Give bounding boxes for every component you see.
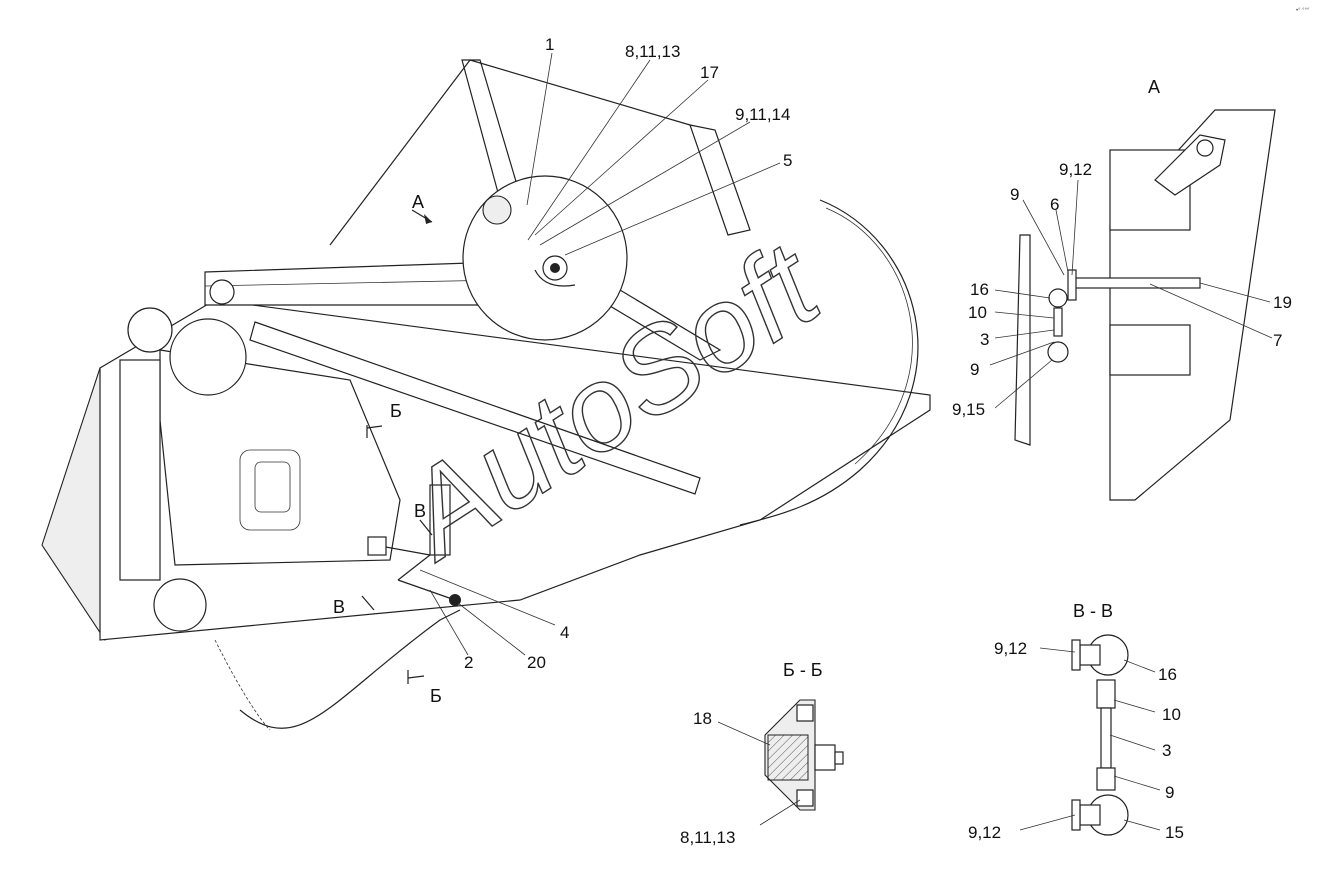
curved-guard bbox=[739, 199, 919, 526]
callout-8-11-13: 8,11,13 bbox=[625, 42, 680, 61]
view-a-callout-16: 16 bbox=[970, 280, 989, 299]
vv-callout-9-12-bottom: 9,12 bbox=[968, 823, 1001, 842]
callout-5: 5 bbox=[783, 151, 792, 170]
view-a-callout-9-bottom: 9 bbox=[970, 360, 979, 379]
support-bracket bbox=[429, 484, 451, 556]
view-a-callout-7: 7 bbox=[1273, 331, 1282, 350]
main-section-marks: А Б Б В В bbox=[333, 192, 442, 706]
vv-nut-9 bbox=[1096, 767, 1116, 791]
callout-9-11-14: 9,11,14 bbox=[735, 105, 790, 124]
view-a-callout-9-top: 9 bbox=[1010, 185, 1019, 204]
shaft-7 bbox=[1074, 277, 1201, 289]
view-a-callout-3: 3 bbox=[980, 330, 989, 349]
vv-callout-9: 9 bbox=[1165, 783, 1174, 802]
vv-callout-3: 3 bbox=[1162, 741, 1171, 760]
frame-beam bbox=[204, 261, 506, 306]
reel-arm-top bbox=[461, 59, 521, 201]
section-mark-v-lower: В bbox=[333, 597, 345, 617]
view-a: А bbox=[1014, 77, 1276, 501]
callout-17: 17 bbox=[700, 63, 719, 82]
section-bb: Б - Б bbox=[764, 660, 844, 811]
section-bb-title: Б - Б bbox=[783, 660, 823, 680]
view-a-callout-9-15: 9,15 bbox=[952, 400, 985, 419]
section-vv-leaders bbox=[1019, 647, 1161, 831]
callout-20: 20 bbox=[527, 653, 546, 672]
view-a-callout-19: 19 bbox=[1273, 293, 1292, 312]
lower-cylinder bbox=[153, 578, 207, 632]
section-bb-leaders bbox=[717, 721, 801, 826]
view-a-callouts: 9,12 9 6 16 10 3 9 9,15 19 7 bbox=[952, 160, 1292, 419]
section-vv: В - В bbox=[1071, 601, 1129, 836]
section-mark-v-upper: В bbox=[414, 501, 426, 521]
section-vv-title: В - В bbox=[1073, 601, 1113, 621]
skid bbox=[239, 609, 461, 729]
view-a-leaders bbox=[989, 179, 1273, 409]
vv-callout-15: 15 bbox=[1165, 823, 1184, 842]
view-a-left-panel bbox=[1014, 234, 1031, 446]
diagonal-beam bbox=[249, 321, 701, 495]
bb-callout-8-11-13: 8,11,13 bbox=[680, 828, 735, 847]
callout-1: 1 bbox=[545, 35, 554, 54]
vv-nut-10 bbox=[1096, 679, 1116, 709]
view-a-callout-10: 10 bbox=[968, 303, 987, 322]
view-a-callout-6: 6 bbox=[1050, 195, 1059, 214]
main-callouts: 1 8,11,13 17 9,11,14 5 4 2 20 bbox=[464, 35, 792, 672]
callout-4: 4 bbox=[560, 623, 569, 642]
ball-joint-15 bbox=[1047, 341, 1069, 363]
view-a-title: А bbox=[1148, 77, 1160, 97]
sprocket bbox=[482, 195, 512, 225]
vv-rod-3 bbox=[1100, 707, 1112, 769]
upper-cylinder bbox=[169, 318, 247, 396]
view-a-box bbox=[1109, 324, 1191, 376]
section-mark-b-lower: Б bbox=[430, 686, 442, 706]
section-bb-callouts: 18 8,11,13 bbox=[680, 709, 735, 847]
ball-joint-16 bbox=[1048, 288, 1068, 308]
section-vv-callouts: 9,12 16 10 3 9 9,12 15 bbox=[968, 639, 1184, 842]
vv-callout-9-12-top: 9,12 bbox=[994, 639, 1027, 658]
view-a-callout-9-12: 9,12 bbox=[1059, 160, 1092, 179]
left-post bbox=[119, 359, 161, 581]
reel-arm-right bbox=[689, 124, 751, 236]
callout-2: 2 bbox=[464, 653, 473, 672]
main-leaders bbox=[419, 52, 781, 656]
vv-callout-10: 10 bbox=[1162, 705, 1181, 724]
corner-mark: •° °°° bbox=[1296, 8, 1310, 14]
section-mark-a: А bbox=[412, 192, 424, 212]
bb-callout-18: 18 bbox=[693, 709, 712, 728]
main-view bbox=[41, 59, 931, 731]
vv-callout-16: 16 bbox=[1158, 665, 1177, 684]
side-panel-window-inner bbox=[254, 461, 291, 513]
bracket-b bbox=[367, 536, 387, 556]
section-mark-b-upper: Б bbox=[390, 401, 402, 421]
side-panel-window bbox=[239, 449, 301, 531]
